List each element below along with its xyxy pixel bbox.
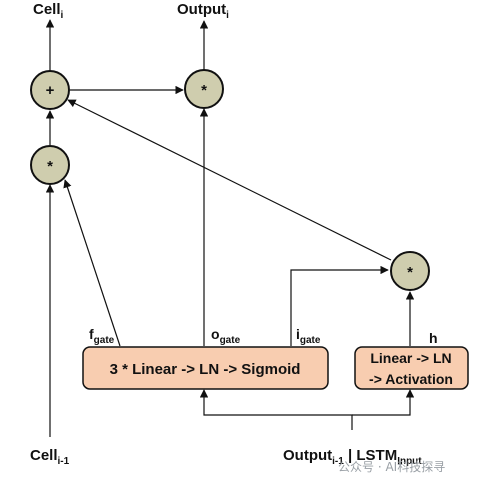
- op-mul-left-symbol: *: [47, 158, 53, 175]
- input-label: Outputi-1 | LSTMInput: [283, 447, 422, 467]
- cell-out-label: Celli: [33, 1, 64, 21]
- ogate-label: ogate: [211, 326, 241, 346]
- op-mul-right-symbol: *: [407, 264, 413, 281]
- op-mul-top-node: *: [184, 69, 224, 109]
- cell-in-label: Celli-1: [30, 447, 70, 467]
- edges: [45, 19, 415, 437]
- op-add-node: +: [30, 70, 70, 110]
- op-mul-right-node: *: [390, 251, 430, 291]
- candidate-box: Linear -> LN -> Activation: [354, 346, 469, 390]
- candidate-box-line1: Linear -> LN: [370, 350, 451, 366]
- edge-mul-right-to-add: [67, 99, 392, 261]
- edge-igate-to-mul-right: [290, 265, 389, 346]
- fgate-label: fgate: [89, 326, 115, 346]
- edge-fgate-to-mul-left: [63, 179, 121, 347]
- h-label: h: [429, 330, 438, 346]
- edge-input-to-candidate: [352, 389, 415, 416]
- op-add-symbol: +: [46, 82, 55, 99]
- gates-box: 3 * Linear -> LN -> Sigmoid: [82, 346, 329, 390]
- output-out-label: Outputi: [177, 1, 229, 21]
- igate-label: igate: [296, 326, 321, 346]
- gates-box-label: 3 * Linear -> LN -> Sigmoid: [110, 361, 301, 378]
- op-mul-top-symbol: *: [201, 82, 207, 99]
- watermark: 公众号 · AI科技探寻: [338, 460, 445, 474]
- op-mul-left-node: *: [30, 145, 70, 185]
- candidate-box-line2: -> Activation: [369, 371, 453, 387]
- edge-input-to-gates: [199, 389, 353, 430]
